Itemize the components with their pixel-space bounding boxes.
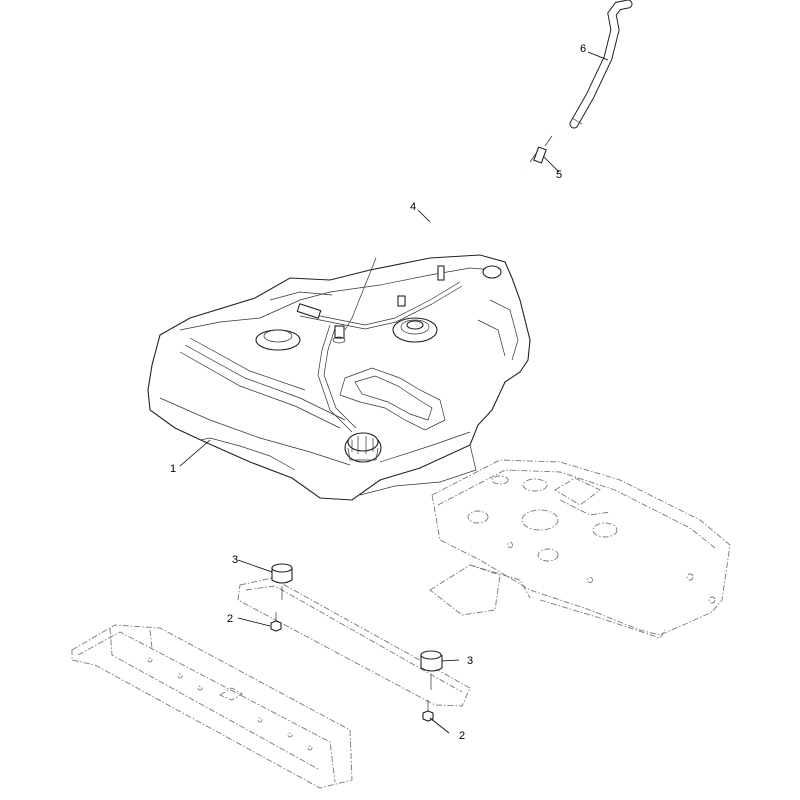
nut-a bbox=[270, 612, 282, 632]
fuel-tank bbox=[147, 254, 531, 501]
vent-hose bbox=[344, 167, 525, 331]
phantom-support-strap bbox=[237, 577, 471, 707]
callout-1: 1 bbox=[170, 463, 176, 475]
callout-6: 6 bbox=[580, 43, 586, 55]
callout-2: 2 bbox=[459, 730, 465, 742]
callout-3: 3 bbox=[232, 554, 238, 566]
rubber-bumper-b bbox=[420, 650, 443, 690]
leader-lines bbox=[179, 51, 609, 734]
hose-fitting bbox=[529, 135, 553, 164]
callout-2: 2 bbox=[227, 613, 233, 625]
phantom-seat-plate bbox=[429, 459, 731, 639]
phantom-frame-rail bbox=[71, 624, 353, 789]
callout-4: 4 bbox=[410, 201, 416, 213]
callout-3: 3 bbox=[467, 655, 473, 667]
long-hose bbox=[569, 0, 633, 129]
callout-5: 5 bbox=[556, 169, 562, 181]
nut-b bbox=[422, 700, 434, 722]
rubber-bumper-a bbox=[271, 563, 293, 600]
